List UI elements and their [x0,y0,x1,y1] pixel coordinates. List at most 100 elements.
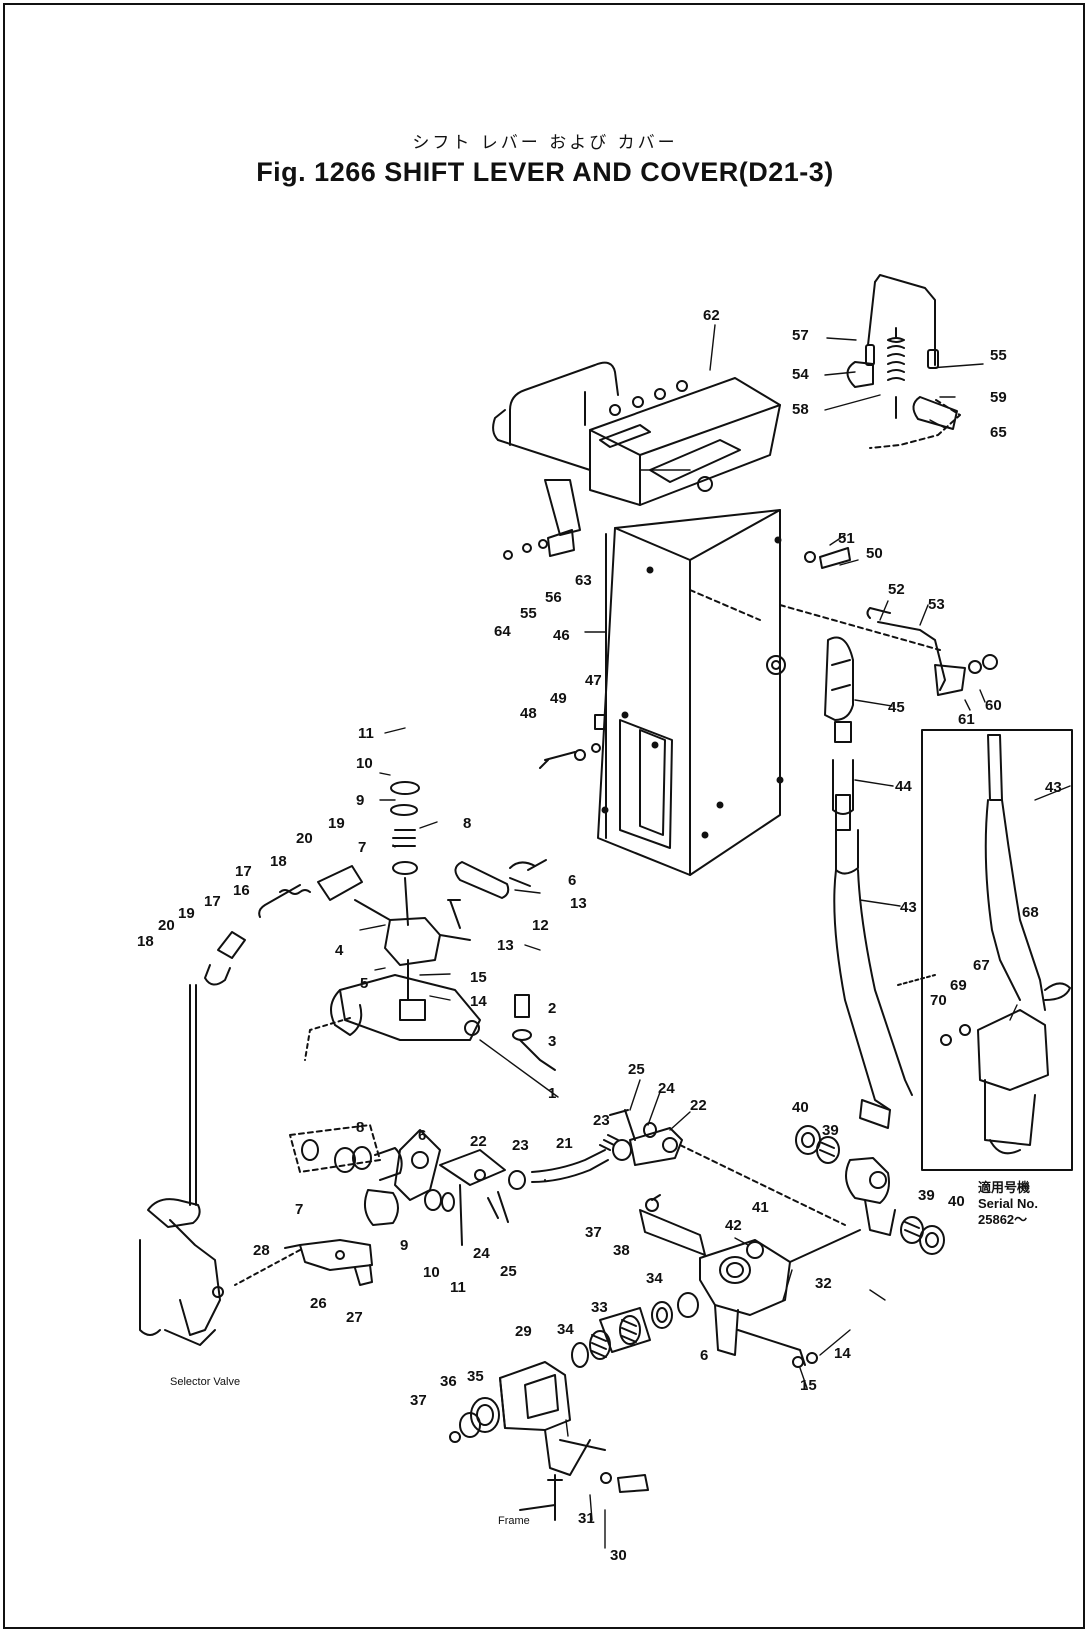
callout-63: 63 [575,572,592,589]
callout-50: 50 [866,545,883,562]
callout-51: 51 [838,530,855,547]
callout-21: 21 [556,1135,573,1152]
callout-37: 37 [585,1224,602,1241]
callout-60: 60 [985,697,1002,714]
callout-36: 36 [440,1373,457,1390]
callout-23: 23 [593,1112,610,1129]
leader-lines [359,324,1071,1549]
callout-34-b: 34 [557,1321,574,1338]
callout-24: 24 [658,1080,675,1097]
callout-14-b: 14 [834,1345,851,1362]
small-hardware-top [503,529,998,769]
callout-14: 14 [470,993,487,1010]
shift-lever [824,636,936,1236]
callout-68: 68 [1022,904,1039,921]
callout-55: 55 [990,347,1007,364]
callout-41: 41 [752,1199,769,1216]
callout-44: 44 [895,778,912,795]
callout-55-b: 55 [520,605,537,622]
callout-1: 1 [548,1085,556,1102]
middle-linkage [234,1109,846,1286]
callout-8: 8 [463,815,471,832]
callout-16: 16 [233,882,250,899]
callout-24-b: 24 [473,1245,490,1262]
callout-45: 45 [888,699,905,716]
spring-assembly [846,274,961,449]
callout-7: 7 [358,839,366,856]
callout-6: 6 [568,872,576,889]
cover-assembly [597,509,941,876]
callout-11: 11 [358,725,374,742]
callout-33: 33 [591,1299,608,1316]
callout-22: 22 [690,1097,707,1114]
callout-35: 35 [467,1368,484,1385]
callout-30: 30 [610,1547,627,1564]
title-japanese: シフト レバー および カバー [412,133,678,153]
callout-18: 18 [270,853,287,870]
callout-70: 70 [930,992,947,1009]
callout-13: 13 [570,895,587,912]
callout-38: 38 [613,1242,630,1259]
callout-32: 32 [815,1275,832,1292]
callout-19-b: 19 [178,905,195,922]
callout-58: 58 [792,401,809,418]
callout-26: 26 [310,1295,327,1312]
frame-note: Frame [498,1515,530,1527]
callout-11-b: 11 [450,1279,466,1296]
callout-64: 64 [494,623,511,640]
callout-15-b: 15 [800,1377,817,1394]
callout-54: 54 [792,366,809,383]
callout-23-b: 23 [512,1137,529,1154]
callout-40-b: 40 [948,1193,965,1210]
callout-49: 49 [550,690,567,707]
callout-8-b: 8 [356,1119,364,1136]
callout-22-b: 22 [470,1133,487,1150]
callout-31: 31 [578,1510,595,1527]
callout-52: 52 [888,581,905,598]
callout-28: 28 [253,1242,270,1259]
callout-10-b: 10 [423,1264,440,1281]
lower-assembly [449,1125,945,1521]
callout-29: 29 [515,1323,532,1340]
callout-17-b: 17 [204,893,221,910]
callout-40: 40 [792,1099,809,1116]
upper-linkage [204,781,556,1071]
callout-5: 5 [360,975,368,992]
callout-25: 25 [628,1061,645,1078]
callout-9: 9 [356,792,364,809]
figure-title: Fig. 1266 SHIFT LEVER AND COVER(D21-3) [256,157,834,187]
callout-12: 12 [532,917,549,934]
callout-46: 46 [553,627,570,644]
callout-25-b: 25 [500,1263,517,1280]
callout-53: 53 [928,596,945,613]
callout-67: 67 [973,957,990,974]
callout-15: 15 [470,969,487,986]
serial-note-label: Serial No. [978,1196,1038,1211]
callout-20: 20 [296,830,313,847]
callout-65: 65 [990,424,1007,441]
callout-3: 3 [548,1033,556,1050]
callout-69: 69 [950,977,967,994]
serial-note-jp: 適用号機 [978,1180,1031,1195]
callout-47: 47 [585,672,602,689]
callout-19: 19 [328,815,345,832]
callout-42: 42 [725,1217,742,1234]
callout-6-c: 6 [700,1347,708,1364]
callout-43-b: 43 [900,899,917,916]
serial-number-note: 適用号機 Serial No. 25862～ [978,1180,1038,1228]
inset-variant-box [921,729,1073,1171]
callout-2: 2 [548,1000,556,1017]
callout-7-b: 7 [295,1201,303,1218]
callout-17: 17 [235,863,252,880]
callout-4: 4 [335,942,344,959]
callout-10: 10 [356,755,373,772]
callout-18-b: 18 [137,933,154,950]
callout-61: 61 [958,711,975,728]
callout-labels: 62 57 55 54 58 59 65 51 50 52 53 60 61 6… [137,307,1062,1564]
callout-13-b: 13 [497,937,514,954]
callout-6-b: 6 [418,1127,426,1144]
callout-34: 34 [646,1270,663,1287]
callout-43: 43 [1045,779,1062,796]
serial-note-value: 25862～ [978,1212,1028,1227]
